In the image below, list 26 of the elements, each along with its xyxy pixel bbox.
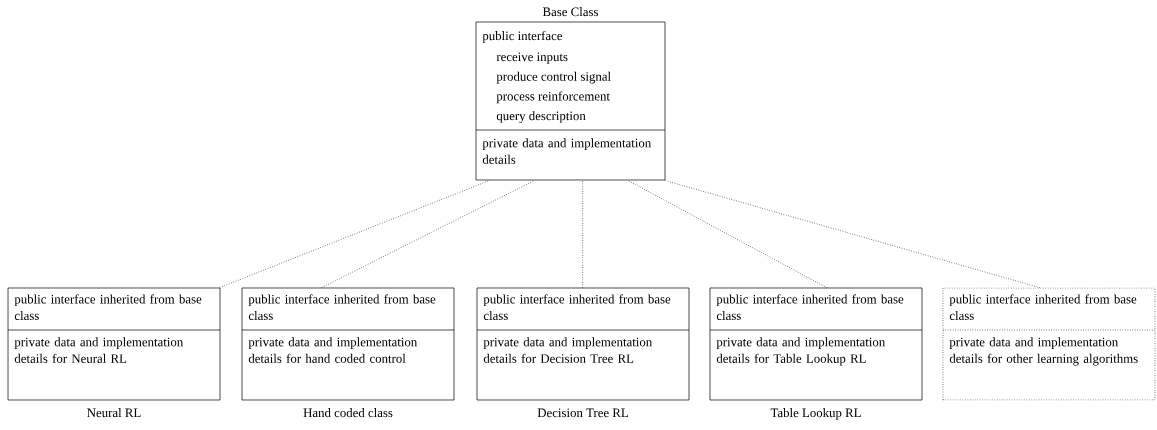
class-title: Base Class [542, 7, 598, 17]
section-text: private data and implementation details for Decision Tree RL [483, 337, 652, 363]
section-text: public interface inherited from base class [949, 294, 1137, 321]
class-name: Hand coded class [303, 408, 393, 418]
section-heading: public interface [482, 31, 563, 43]
section-text: private data and implementation details for hand coded control [248, 337, 417, 363]
section-text: private data and implementation details for Neural RL [14, 337, 183, 363]
section-text: public interface inherited from base class [716, 294, 904, 321]
method-name: produce control signal [496, 71, 611, 84]
connector-line [627, 180, 827, 288]
class-name: Decision Tree RL [537, 408, 628, 418]
method-name: process reinforcement [496, 91, 610, 104]
section-text: private data and implementation details for other learning algorithms [949, 337, 1138, 366]
connector-line [219, 180, 490, 288]
connector-line [582, 180, 583, 288]
class-name: Neural RL [87, 408, 141, 418]
connector-line [321, 180, 535, 288]
connector-line [664, 180, 1040, 288]
section-text: public interface inherited from base class [483, 294, 671, 321]
section-text: public interface inherited from base class [14, 294, 202, 321]
class-name: Table Lookup RL [770, 408, 861, 420]
method-name: receive inputs [496, 52, 568, 64]
method-name: query description [496, 111, 586, 123]
section-text: private data and implementation details [482, 138, 651, 164]
section-text: private data and implementation details for Table Lookup RL [716, 337, 885, 366]
section-text: public interface inherited from base class [248, 294, 436, 321]
